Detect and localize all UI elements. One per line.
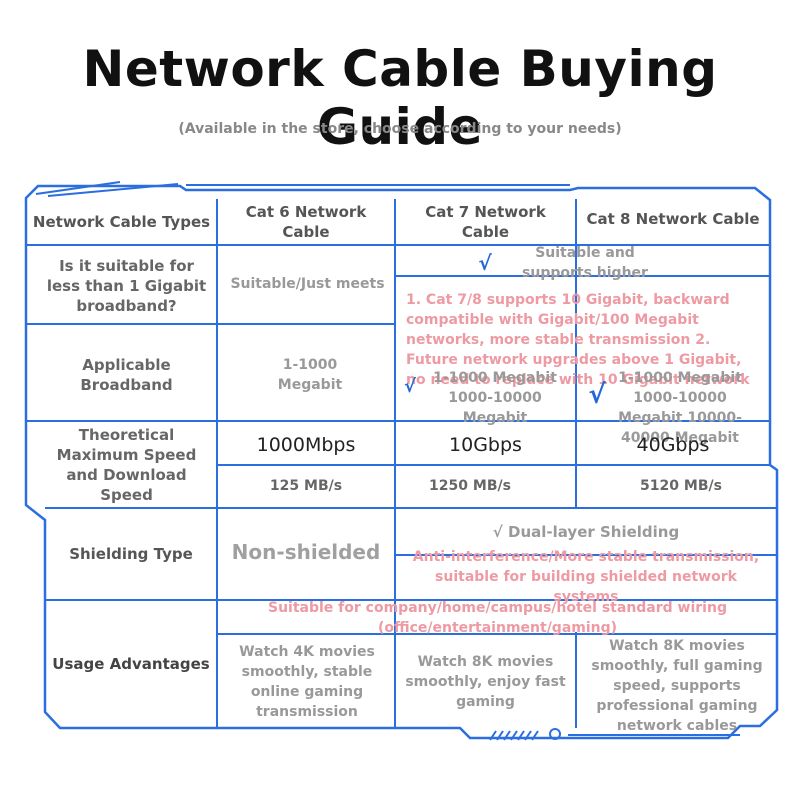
- check-icon: √: [588, 380, 606, 410]
- header-cat7: Cat 7 Network Cable: [425, 203, 546, 241]
- cat78-shielding: √ Dual-layer Shielding: [492, 523, 680, 541]
- cat6-broadband: 1-1000 Megabit: [277, 357, 343, 393]
- header-cat6: Cat 6 Network Cable: [245, 203, 367, 241]
- cat8-broadband: 1-1000 Megabit 1000-10000 Megabit 10000-…: [618, 370, 742, 446]
- gigabit-note: 1. Cat 7/8 supports 10 Gigabit, backward…: [406, 292, 750, 388]
- usage-note: Suitable for company/home/campus/hotel s…: [268, 600, 727, 636]
- cat8-usage: Watch 8K movies smoothly, full gaming sp…: [591, 638, 763, 734]
- row-label-broadband: Applicable Broadband: [80, 356, 173, 394]
- cat7-speed: 10Gbps: [449, 434, 522, 456]
- cat6-speed: 1000Mbps: [256, 434, 356, 456]
- cat8-speed: 40Gbps: [636, 434, 710, 456]
- header-cat8: Cat 8 Network Cable: [586, 210, 760, 228]
- cat7-broadband: 1-1000 Megabit 1000-10000 Megabit: [433, 370, 557, 426]
- page-subtitle: (Available in the store, choose accordin…: [178, 121, 622, 137]
- cat7-usage: Watch 8K movies smoothly, enjoy fast gam…: [405, 654, 566, 710]
- page-title: Network Cable Buying Guide: [82, 40, 718, 156]
- check-icon: √: [478, 251, 492, 275]
- row-label-gigabit: Is it suitable for less than 1 Gigabit b…: [46, 257, 207, 315]
- row-label-speed: Theoretical Maximum Speed and Download S…: [56, 426, 197, 504]
- shielding-note: Anti-interference/More stable transmissi…: [412, 549, 760, 605]
- row-label-usage: Usage Advantages: [52, 655, 210, 673]
- cat6-shielding: Non-shielded: [231, 540, 381, 564]
- cat7-download: 1250 MB/s: [429, 478, 511, 494]
- header-types: Network Cable Types: [32, 213, 211, 231]
- cat8-download: 5120 MB/s: [640, 478, 722, 494]
- check-icon: √: [404, 376, 417, 397]
- cat78-gigabit: Suitable and supports higher: [522, 245, 648, 281]
- cat6-usage: Watch 4K movies smoothly, stable online …: [239, 644, 375, 720]
- row-label-shielding: Shielding Type: [69, 545, 193, 563]
- cat6-download: 125 MB/s: [269, 478, 343, 494]
- cat6-gigabit: Suitable/Just meets: [230, 276, 385, 292]
